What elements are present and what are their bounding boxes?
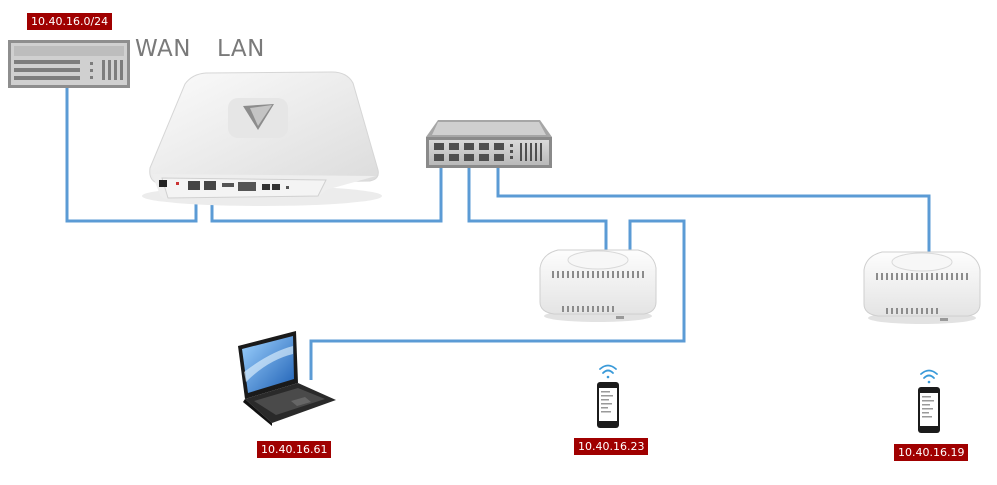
wan-port-label: WAN <box>135 36 191 62</box>
lan-port-label: LAN <box>217 36 265 62</box>
phone-1-ip-label: 10.40.16.23 <box>574 438 649 455</box>
cable-switch-to-ap1 <box>467 160 608 250</box>
cable-ap1-to-laptop <box>309 219 686 380</box>
wireless-access-point-icon <box>863 251 981 324</box>
wifi-icon <box>920 369 938 384</box>
smartphone-icon <box>918 387 940 433</box>
cable-modem-to-gateway-wan <box>65 88 198 223</box>
network-switch-icon <box>426 120 552 168</box>
cable-gateway-lan-to-switch <box>210 160 443 223</box>
phone-2-ip-label: 10.40.16.19 <box>894 444 969 461</box>
laptop-ip-label: 10.40.16.61 <box>257 441 332 458</box>
laptop-icon <box>238 331 336 426</box>
smartphone-icon <box>597 382 619 428</box>
wireless-gateway-icon <box>142 71 382 206</box>
cable-switch-to-ap2 <box>496 160 931 252</box>
wifi-icon <box>599 364 617 379</box>
rack-server-icon <box>8 40 130 88</box>
subnet-label: 10.40.16.0/24 <box>27 13 113 30</box>
cables <box>65 88 931 380</box>
wireless-access-point-icon <box>539 249 657 322</box>
